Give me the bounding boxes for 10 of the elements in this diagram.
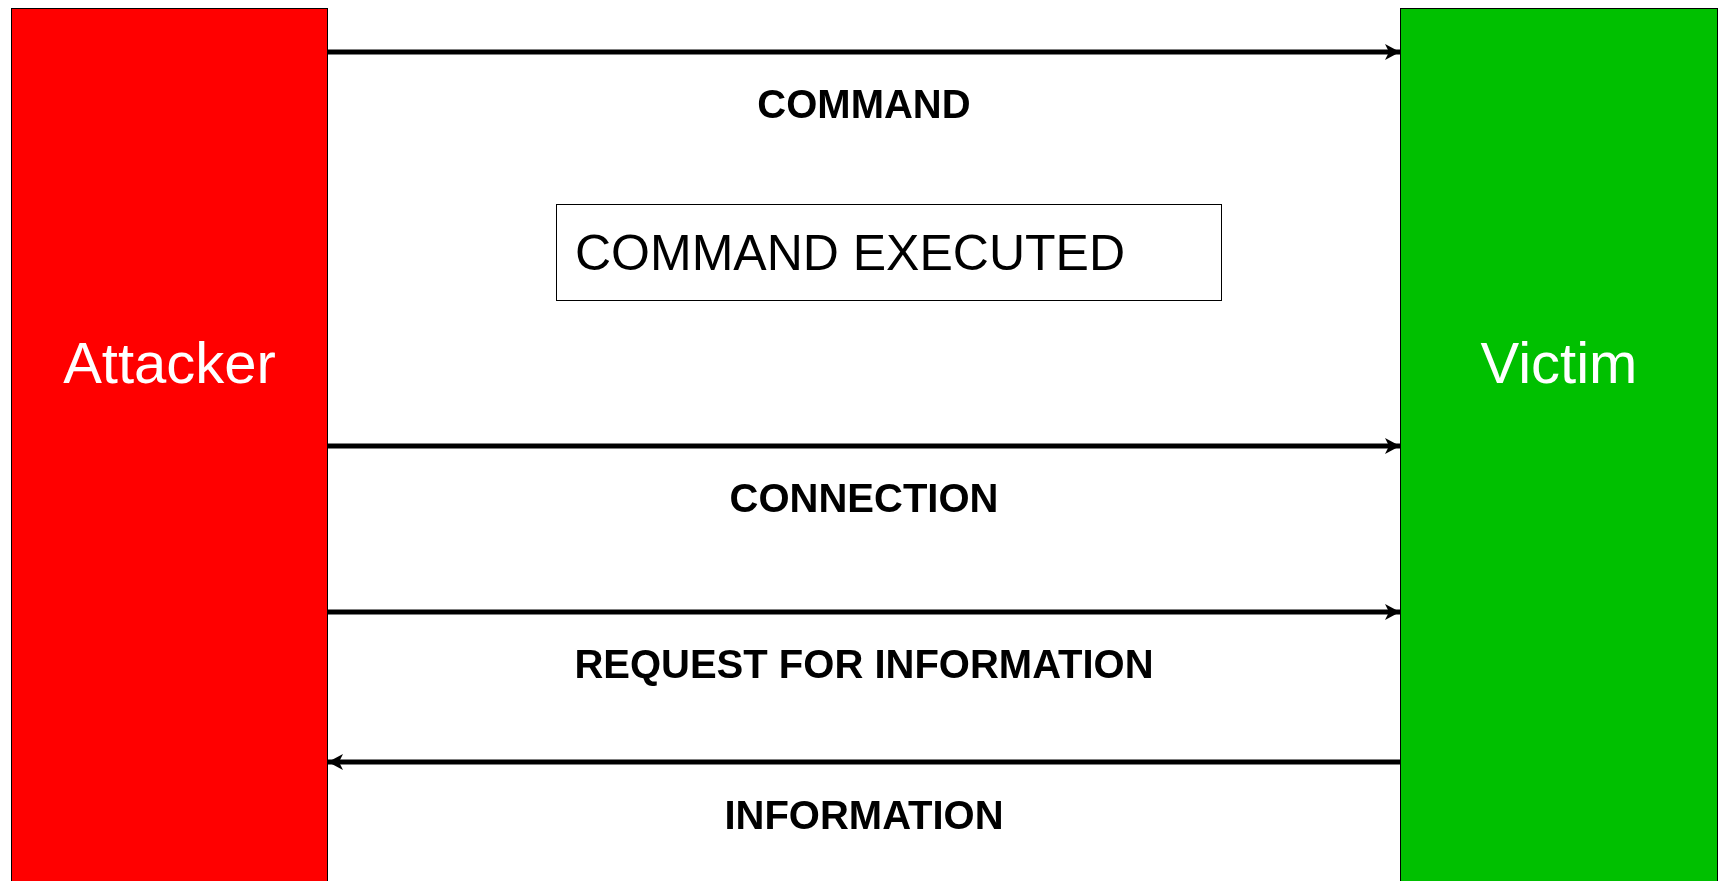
process-box [556, 204, 1222, 301]
node-label: Victim [1480, 329, 1638, 396]
node-label: Attacker [63, 329, 276, 396]
arrow [328, 438, 1400, 454]
arrow [328, 604, 1400, 620]
node-label: COMMAND EXECUTED [575, 223, 1126, 282]
arrow [328, 754, 1400, 770]
arrow [328, 44, 1400, 60]
attacker-box [11, 8, 328, 881]
victim-box [1400, 8, 1718, 881]
